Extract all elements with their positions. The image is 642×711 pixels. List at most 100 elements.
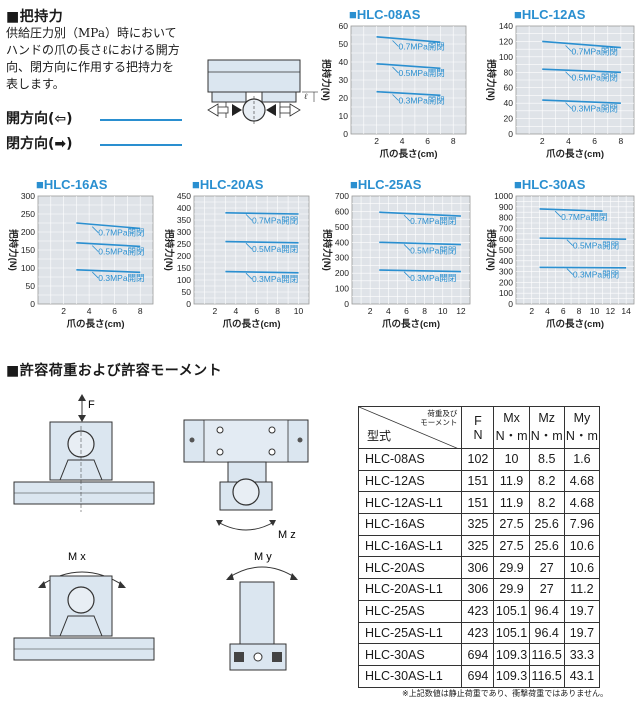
cell-mz: 8.2 xyxy=(528,469,565,493)
chart-title: ■HLC-08AS xyxy=(349,7,421,22)
y-tick-label: 200 xyxy=(21,227,35,237)
y-tick-label: 0 xyxy=(344,299,349,309)
cell-model: HLC-12AS xyxy=(357,469,463,493)
cell-my: 11.2 xyxy=(563,578,601,601)
x-tick-label: 6 xyxy=(112,306,117,316)
y-tick-label: 50 xyxy=(182,287,192,297)
y-tick-label: 450 xyxy=(177,191,191,201)
cell-my: 19.7 xyxy=(563,599,601,623)
x-tick-label: 8 xyxy=(422,306,427,316)
y-tick-label: 700 xyxy=(499,223,513,233)
series-leader xyxy=(403,271,411,279)
cell-mz: 25.6 xyxy=(528,513,565,536)
series-line xyxy=(379,241,461,246)
cell-f: 151 xyxy=(461,469,495,493)
x-tick-label: 4 xyxy=(400,136,405,146)
col-unit: N・m xyxy=(495,429,528,443)
x-tick-label: 10 xyxy=(590,306,600,316)
cell-mz: 27 xyxy=(528,556,565,580)
x-tick-label: 10 xyxy=(294,306,304,316)
cell-mx: 27.5 xyxy=(493,513,530,536)
series-label: 0.5MPa開閉 xyxy=(572,73,618,83)
cell-my: 10.6 xyxy=(563,556,601,580)
series-line xyxy=(76,242,141,248)
cell-mz: 96.4 xyxy=(528,599,565,623)
cell-model: HLC-12AS-L1 xyxy=(357,491,463,515)
cell-mz: 8.2 xyxy=(528,491,565,515)
series-line xyxy=(542,40,621,49)
chart-title: ■HLC-30AS xyxy=(514,177,586,192)
y-tick-label: 100 xyxy=(335,284,349,294)
series-line xyxy=(225,270,299,274)
y-tick-label: 20 xyxy=(339,93,349,103)
series-line xyxy=(225,212,299,215)
x-tick-label: 6 xyxy=(254,306,259,316)
cell-mx: 11.9 xyxy=(493,491,530,515)
x-tick-label: 4 xyxy=(545,306,550,316)
x-tick-label: 8 xyxy=(275,306,280,316)
series-label: 0.3MPa開閉 xyxy=(98,273,144,283)
x-tick-label: 2 xyxy=(368,306,373,316)
series-leader xyxy=(566,268,574,275)
series-leader xyxy=(403,244,411,251)
series-leader xyxy=(565,102,572,109)
x-axis-label: 爪の長さ(cm) xyxy=(222,319,280,330)
series-leader xyxy=(245,272,253,280)
cell-my: 43.1 xyxy=(563,664,601,688)
series-leader xyxy=(554,210,562,218)
cell-my: 10.6 xyxy=(563,534,601,558)
x-tick-label: 2 xyxy=(61,306,66,316)
y-tick-label: 40 xyxy=(504,98,514,108)
col-name: Mx xyxy=(503,411,520,425)
x-tick-label: 8 xyxy=(577,306,582,316)
series-leader xyxy=(403,214,411,222)
cell-mx: 27.5 xyxy=(493,534,530,558)
x-axis-label: 爪の長さ(cm) xyxy=(546,149,604,160)
y-axis-label: 把持力(N) xyxy=(7,229,19,271)
series-line xyxy=(539,237,627,240)
y-tick-label: 20 xyxy=(504,114,514,124)
y-tick-label: 400 xyxy=(499,256,513,266)
y-tick-label: 120 xyxy=(499,36,513,46)
y-tick-label: 300 xyxy=(499,267,513,277)
series-label: 0.5MPa開閉 xyxy=(252,244,298,254)
cell-mz: 96.4 xyxy=(528,621,565,645)
series-leader xyxy=(91,226,99,233)
cell-my: 33.3 xyxy=(563,643,601,666)
y-tick-label: 50 xyxy=(339,39,349,49)
series-label: 0.3MPa開閉 xyxy=(399,96,445,106)
col-name: My xyxy=(573,411,591,425)
series-line xyxy=(539,208,603,212)
x-tick-label: 2 xyxy=(540,136,545,146)
cell-f: 325 xyxy=(461,513,495,536)
open-direction-line xyxy=(100,119,182,121)
y-tick-label: 30 xyxy=(339,75,349,85)
x-tick-label: 6 xyxy=(561,306,566,316)
series-label: 0.7MPa開閉 xyxy=(572,47,618,57)
y-axis-label: 把持力(N) xyxy=(320,59,332,101)
series-leader xyxy=(392,94,399,101)
series-leader xyxy=(245,214,253,221)
cell-mx: 11.9 xyxy=(493,469,530,493)
y-tick-label: 200 xyxy=(335,268,349,278)
y-tick-label: 100 xyxy=(499,52,513,62)
svg-text:ℓ: ℓ xyxy=(304,92,308,101)
y-tick-label: 0 xyxy=(508,129,513,139)
y-tick-label: 300 xyxy=(177,227,191,237)
cell-f: 694 xyxy=(461,643,495,666)
x-tick-label: 4 xyxy=(87,306,92,316)
series-label: 0.7MPa開閉 xyxy=(98,228,144,238)
series-line xyxy=(379,269,461,273)
series-label: 0.7MPa開閉 xyxy=(410,216,456,226)
